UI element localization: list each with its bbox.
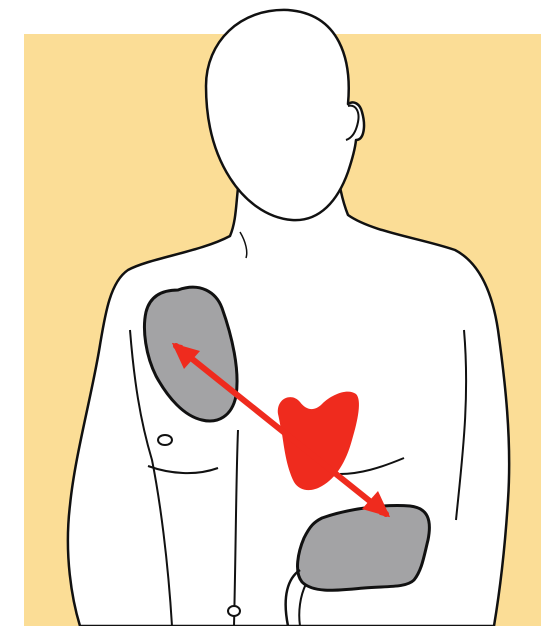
nipple-mark bbox=[158, 435, 172, 445]
navel-mark bbox=[228, 606, 240, 616]
